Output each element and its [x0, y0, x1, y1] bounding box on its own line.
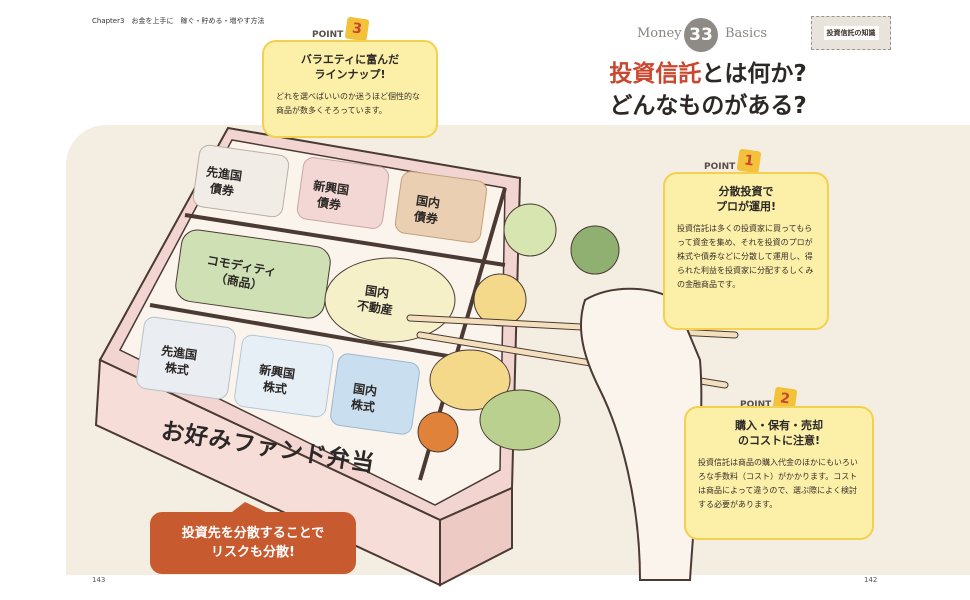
bubble-tail	[232, 502, 266, 512]
summary-bubble: 投資先を分散することで リスクも分散!	[150, 512, 356, 574]
point3-heading-l2: ラインナップ!	[314, 68, 386, 81]
point3-heading-l1: バラエティに富んだ	[300, 53, 400, 66]
domestic-stock-tile	[330, 353, 420, 435]
point3-word: POINT	[312, 30, 344, 40]
title-line1-rest: とは何か?	[701, 61, 807, 87]
money-word: Money	[637, 26, 682, 41]
bento-box-side	[439, 486, 513, 587]
point2-word: POINT	[740, 400, 772, 410]
point1-label: POINT 1	[704, 148, 762, 174]
point1-heading-l1: 分散投資で	[718, 185, 774, 198]
page-title: 投資信託とは何か? どんなものがある?	[578, 58, 838, 122]
money-basics-header: Money 33 Basics	[637, 18, 777, 52]
dish-emerging-bond: 新興国 債券	[310, 178, 350, 215]
point1-callout: 分散投資で プロが運用! 投資信託は多くの投資家に買ってもらって資金を集め、それ…	[663, 172, 829, 330]
dish-domestic-bond: 国内 債券	[413, 192, 441, 227]
page-number-left: 143	[92, 576, 106, 584]
emerging-bond-tile	[296, 157, 390, 229]
dish-emerging-stock: 新興国 株式	[256, 362, 296, 399]
dish-domestic-stock: 国内 株式	[350, 380, 378, 415]
dish-developed-stock: 先進国 株式	[158, 343, 198, 380]
salad-garnish	[503, 203, 557, 257]
title-line2: どんなものがある?	[609, 93, 807, 119]
point2-callout: 購入・保有・売却 のコストに注意! 投資信託は商品の購入代金のほかにもいろいろな…	[684, 406, 874, 540]
page-number-right: 142	[864, 576, 878, 584]
point3-heading: バラエティに富んだ ラインナップ!	[276, 52, 424, 82]
point1-heading: 分散投資で プロが運用!	[677, 184, 815, 214]
tomato	[417, 411, 459, 453]
emerging-stock-tile	[234, 334, 334, 418]
basics-word: Basics	[725, 26, 768, 41]
point1-word: POINT	[704, 162, 736, 172]
summary-bubble-l1: 投資先を分散することで	[181, 526, 325, 541]
title-highlight: 投資信託	[609, 61, 702, 87]
point3-number: 3	[344, 16, 370, 42]
tempura	[473, 273, 527, 327]
point1-body: 投資信託は多くの投資家に買ってもらって資金を集め、それを投資のプロが株式や債券な…	[677, 224, 814, 289]
point2-heading-l2: のコストに注意!	[737, 434, 821, 447]
point2-heading: 購入・保有・売却 のコストに注意!	[698, 418, 860, 448]
section-number: 33	[684, 18, 718, 52]
dish-real-estate: 国内 不動産	[356, 282, 396, 319]
dish-domestic-bond-l2: 債券	[413, 209, 439, 227]
point1-number: 1	[736, 148, 762, 174]
point3-callout: バラエティに富んだ ラインナップ! どれを選べばいいのか迷うほど個性的な商品が数…	[262, 40, 438, 138]
point3-body: どれを選べばいいのか迷うほど個性的な商品が数多くそろっています。	[276, 92, 420, 115]
developed-stock-tile	[136, 316, 236, 400]
dish-developed-bond: 先進国 債券	[203, 164, 243, 201]
topic-stamp: 投資信託の知識	[811, 16, 891, 50]
topic-stamp-label: 投資信託の知識	[823, 26, 879, 40]
commodity-tile	[175, 229, 331, 319]
chapter-label: Chapter3 お金を上手に 稼ぐ・貯める・増やす方法	[92, 17, 265, 25]
point2-heading-l1: 購入・保有・売却	[735, 419, 823, 432]
point2-label: POINT 2	[740, 386, 798, 412]
dish-domestic-stock-l2: 株式	[350, 397, 376, 415]
point1-heading-l2: プロが運用!	[715, 200, 777, 213]
point2-body: 投資信託は商品の購入代金のほかにもいろいろな手数料（コスト）がかかります。コスト…	[698, 458, 858, 509]
domestic-bond-tile	[394, 171, 488, 243]
point3-label: POINT 3	[312, 16, 370, 42]
summary-bubble-l2: リスクも分散!	[211, 545, 295, 560]
developed-bond-tile	[192, 144, 290, 218]
